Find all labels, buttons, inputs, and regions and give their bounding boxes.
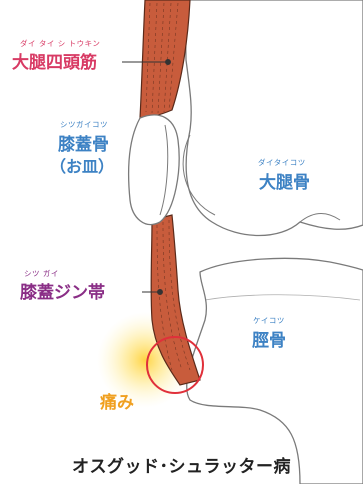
patella-sub-label: （お皿） (50, 157, 114, 176)
pain-label: 痛み (100, 392, 134, 413)
pain-circle (146, 336, 204, 394)
ligament-label: 膝蓋ジン帯 (20, 282, 105, 303)
quadriceps-label: 大腿四頭筋 (12, 52, 97, 73)
femur-label: 大腿骨 (259, 172, 310, 193)
tibia-ruby: ケイコツ (253, 316, 285, 325)
patella-label: 膝蓋骨 (58, 134, 109, 155)
patellar-ligament (150, 214, 201, 386)
quadriceps-muscle (139, 0, 191, 119)
diagram-caption: オスグッド･シュラッター病 (72, 457, 291, 477)
femur-ruby: ダイタイコツ (258, 157, 306, 167)
tibia-label: 脛骨 (252, 331, 286, 351)
femur-bone (182, 0, 363, 237)
tibia-bone (186, 257, 363, 484)
leader-lines (122, 59, 171, 295)
ligament-ruby: シツ ガイ (24, 268, 59, 278)
quadriceps-ruby: ダイ タイ シ トウキン (20, 38, 100, 48)
patella-ruby: シツガイコツ (60, 119, 108, 129)
patella-bone (127, 114, 180, 226)
